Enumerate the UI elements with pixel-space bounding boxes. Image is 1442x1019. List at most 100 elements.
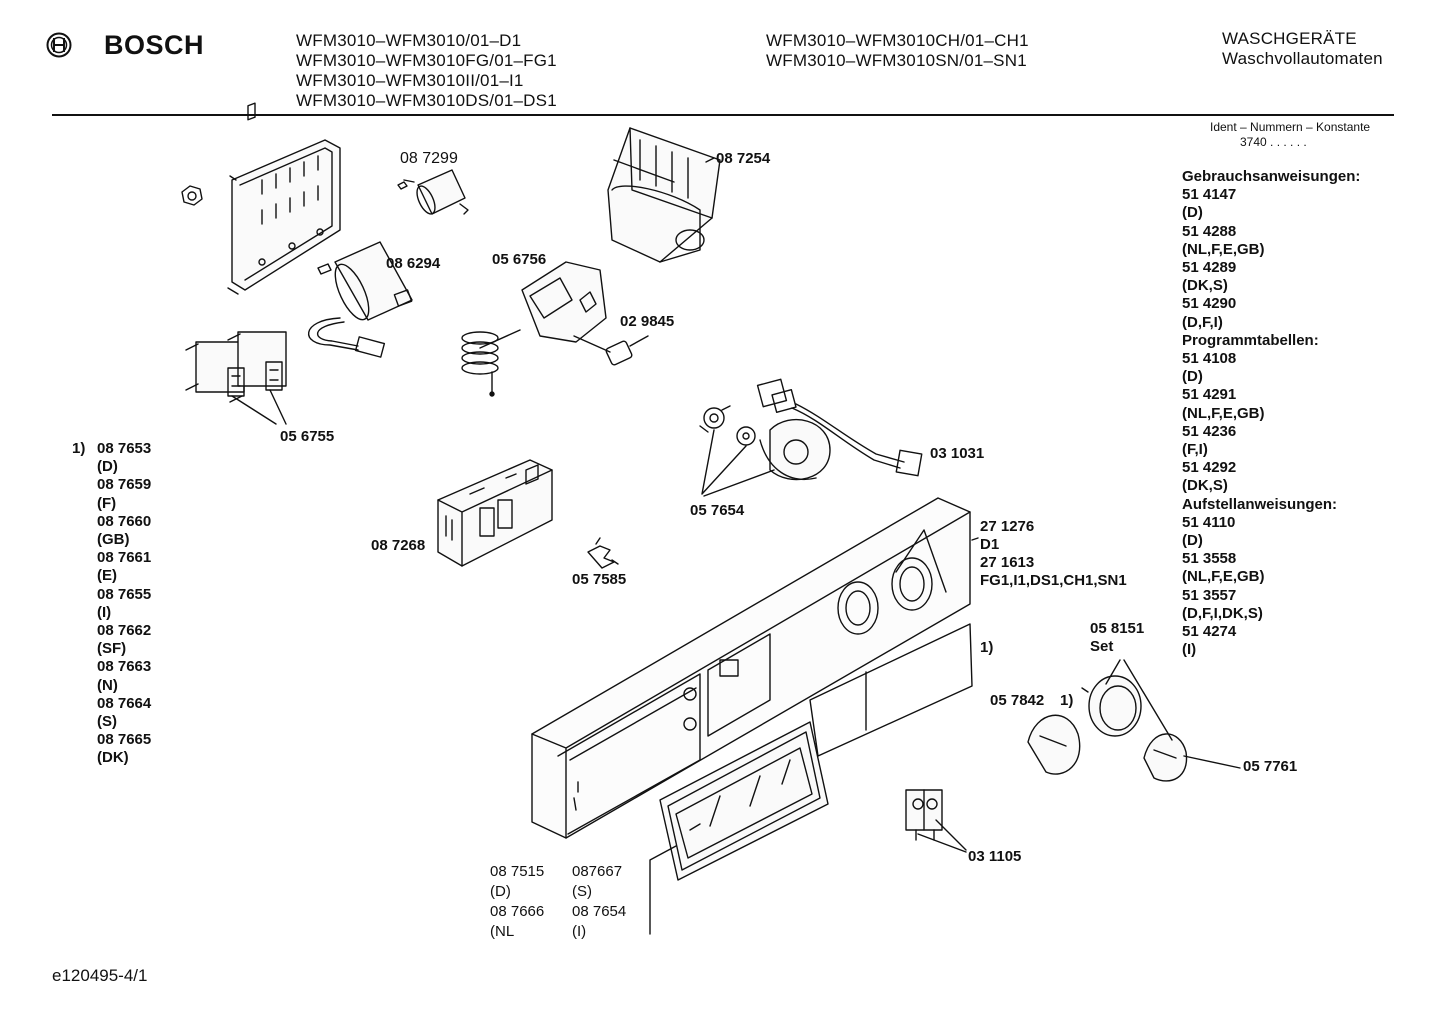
- model-list-left: WFM3010–WFM3010/01–D1 WFM3010–WFM3010FG/…: [296, 31, 557, 111]
- index-item: 51 4147: [1182, 186, 1237, 204]
- label-panel: 27 1276 D1 27 1613 FG1,I1,DS1,CH1,SN1: [980, 518, 1127, 590]
- index-item: (NL,F,E,GB): [1182, 240, 1265, 258]
- index-item: 51 4292: [1182, 459, 1237, 477]
- note1-marker: 1): [72, 440, 86, 457]
- ident-label: Ident – Nummern – Konstante: [1210, 120, 1371, 134]
- variant-cell: (S): [572, 883, 592, 900]
- control-panel-fascia-part: [532, 498, 970, 838]
- label-056756: 05 6756: [492, 251, 547, 268]
- index-item: 51 4108: [1182, 350, 1237, 368]
- index-heading: Aufstellanweisungen:: [1182, 495, 1338, 513]
- note1-item: (GB): [97, 531, 130, 549]
- variant-cell: 08 7654: [572, 903, 627, 920]
- label-056755: 05 6755: [280, 428, 335, 445]
- index-item: 51 4290: [1182, 295, 1237, 313]
- leader-lines: [650, 158, 978, 934]
- index-item: (NL,F,E,GB): [1182, 568, 1265, 586]
- capacitor-small-part: [398, 170, 468, 217]
- note1-list: 08 7653 (D) 08 7659 (F) 08 7660 (GB) 08 …: [97, 440, 151, 768]
- label-knob-note: 1): [1060, 692, 1074, 709]
- note1-item: 08 7660: [97, 512, 152, 530]
- circuit-board-part: [438, 460, 552, 566]
- note1-item: 08 7659: [97, 476, 152, 494]
- index-item: (NL,F,E,GB): [1182, 404, 1265, 422]
- brand-name: BOSCH: [104, 30, 205, 60]
- switch-rings-part: [700, 406, 830, 496]
- label-087254: 08 7254: [716, 150, 771, 167]
- note1-item: (I): [97, 603, 112, 621]
- note1-item: 08 7655: [97, 585, 152, 603]
- index-item: 51 4289: [1182, 259, 1237, 277]
- index-item: 51 4110: [1182, 513, 1236, 531]
- note1-item: (E): [97, 567, 117, 585]
- connector-small-part: [605, 336, 648, 366]
- note1-item: 08 7665: [97, 731, 152, 749]
- index-item: 51 4274: [1182, 623, 1237, 641]
- push-switch-part: [906, 790, 966, 852]
- index-heading: Programmtabellen:: [1182, 331, 1319, 349]
- panel-line: 27 1613: [980, 554, 1035, 571]
- panel-line: 27 1276: [980, 518, 1035, 535]
- index-item: 51 3557: [1182, 586, 1237, 604]
- note1-item: 08 7653: [97, 440, 152, 457]
- variant-cell: (D): [490, 883, 511, 900]
- label-panel-note: 1): [980, 639, 994, 656]
- capacitor-cable-part: [309, 242, 412, 357]
- variant-cell: 08 7515: [490, 863, 545, 880]
- variant-row: (D) (S): [490, 882, 626, 902]
- panel-line: D1: [980, 536, 1000, 553]
- solenoid-valve-part: [462, 262, 610, 396]
- programmer-module-part: [608, 128, 720, 262]
- category-line2: Waschvollautomaten: [1222, 49, 1383, 68]
- note1-item: (DK): [97, 749, 129, 767]
- document-index: Gebrauchsanweisungen: 51 4147 (D) 51 428…: [1182, 168, 1360, 659]
- label-057654: 05 7654: [690, 502, 745, 519]
- label-087268: 08 7268: [371, 537, 426, 554]
- index-item: (D): [1182, 532, 1203, 550]
- index-item: (DK,S): [1182, 477, 1228, 495]
- door-variants-table: 08 7515 087667 (D) (S) 08 7666 08 7654 (…: [490, 862, 626, 942]
- label-057842: 05 7842: [990, 692, 1045, 709]
- label-031105: 03 1105: [968, 848, 1022, 865]
- variant-cell: (I): [572, 923, 587, 940]
- knobset-line: 05 8151: [1090, 620, 1145, 637]
- note1-item: (D): [97, 458, 118, 476]
- note1-item: 08 7664: [97, 694, 152, 712]
- ident-value: 3740 . . . . . .: [1240, 135, 1307, 149]
- category-line1: WASCHGERÄTE: [1222, 29, 1357, 48]
- nut-part: [182, 186, 202, 205]
- variant-row: 08 7515 087667: [490, 862, 626, 882]
- note1-item: 08 7661: [97, 549, 152, 567]
- note1-item: (N): [97, 676, 118, 694]
- index-heading: Gebrauchsanweisungen:: [1182, 168, 1361, 185]
- header-divider: [52, 114, 1394, 116]
- index-item: (DK,S): [1182, 277, 1228, 295]
- note1-item: 08 7663: [97, 658, 152, 676]
- label-031031: 03 1031: [930, 445, 985, 462]
- index-item: (F,I): [1182, 441, 1208, 459]
- label-057585: 05 7585: [572, 571, 627, 588]
- note1-item: 08 7662: [97, 622, 152, 640]
- model-line: WFM3010–WFM3010SN/01–SN1: [766, 51, 1027, 70]
- note1-item: (SF): [97, 640, 127, 658]
- variant-row: (NL (I): [490, 922, 626, 942]
- knob-set-part: [1028, 660, 1240, 781]
- model-line: WFM3010–WFM3010II/01–I1: [296, 71, 524, 90]
- label-087299: 08 7299: [400, 150, 458, 167]
- label-knobset: 05 8151 Set: [1090, 620, 1144, 656]
- model-line: WFM3010–WFM3010FG/01–FG1: [296, 51, 557, 70]
- label-029845: 02 9845: [620, 313, 675, 330]
- index-item: (I): [1182, 641, 1197, 659]
- index-item: 51 3558: [1182, 550, 1237, 568]
- variant-cell: 087667: [572, 863, 623, 880]
- panel-line: FG1,I1,DS1,CH1,SN1: [980, 572, 1127, 589]
- index-item: 51 4236: [1182, 422, 1237, 440]
- cover-strip-part: [810, 624, 972, 756]
- index-item: (D,F,I): [1182, 313, 1223, 331]
- document-code: e120495-4/1: [52, 966, 148, 985]
- variant-cell: 08 7666: [490, 903, 545, 920]
- model-line: WFM3010–WFM3010/01–D1: [296, 31, 522, 50]
- clip-part: [588, 538, 618, 568]
- index-item: (D,F,I,DK,S): [1182, 604, 1263, 622]
